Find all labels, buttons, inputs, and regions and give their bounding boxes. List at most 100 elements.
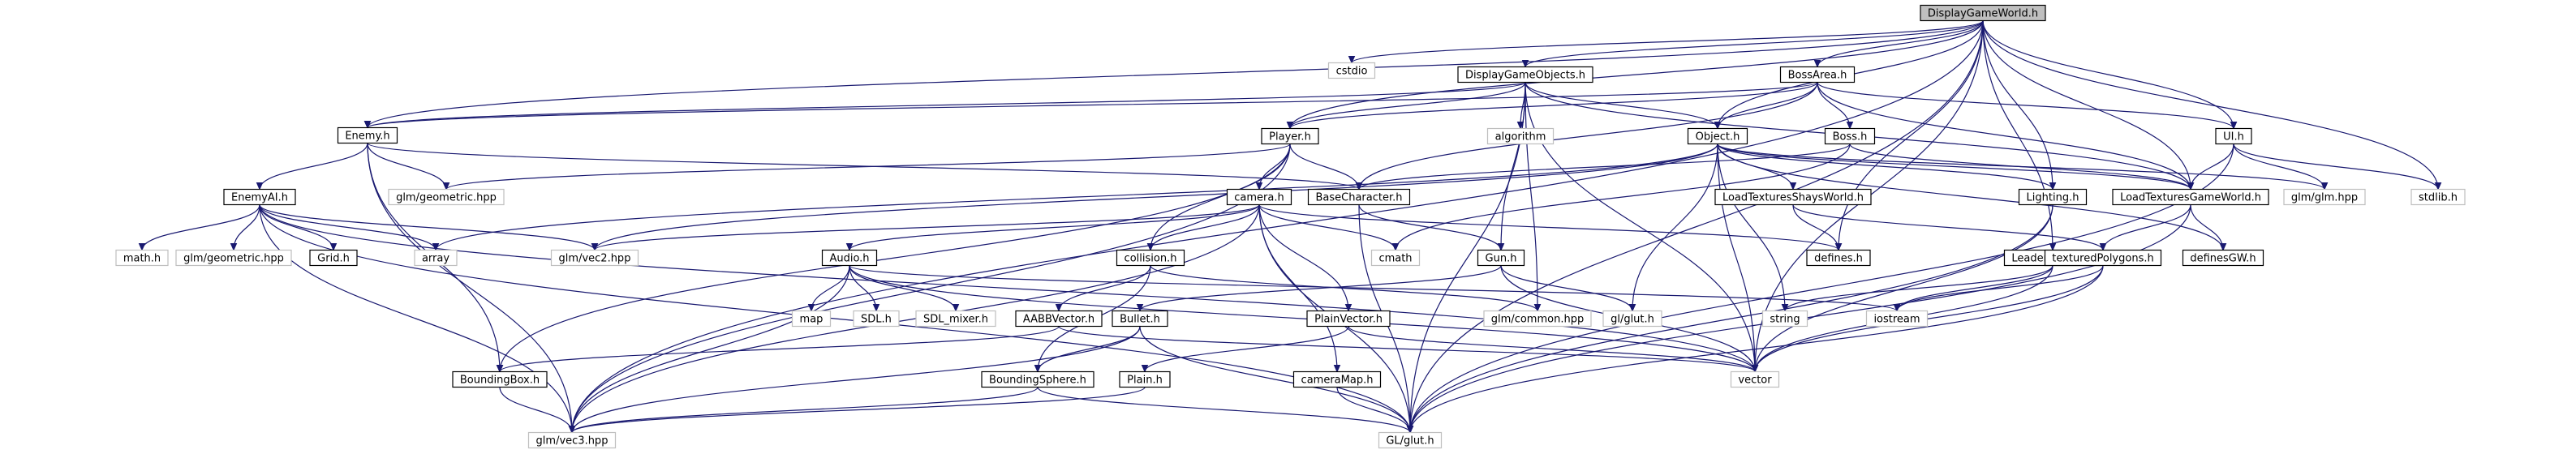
node-boss-h[interactable]: Boss.h xyxy=(1824,127,1876,145)
node-box xyxy=(1824,127,1876,145)
node-cmath: cmath xyxy=(1370,249,1421,267)
edge-line xyxy=(259,204,437,251)
edge-n04-n10 xyxy=(1817,81,2238,130)
edge-line xyxy=(1258,204,1349,311)
node-box xyxy=(550,249,639,267)
edge-n10-n17 xyxy=(2187,143,2234,191)
node-object-h[interactable]: Object.h xyxy=(1687,127,1748,145)
edge-arrowhead xyxy=(1406,426,1414,434)
edge-n30-n41 xyxy=(1781,265,2053,312)
node-plainvector-h[interactable]: PlainVector.h xyxy=(1306,310,1391,328)
node-label: glm/geometric.hpp xyxy=(183,253,284,265)
node-array: array xyxy=(414,249,458,267)
edge-line xyxy=(259,143,368,190)
node-loadtexturesshaysworld-h[interactable]: LoadTexturesShaysWorld.h xyxy=(1714,188,1872,206)
node-map: map xyxy=(791,310,832,328)
node-collision-h[interactable]: collision.h xyxy=(1116,249,1185,267)
node-enemy-h[interactable]: Enemy.h xyxy=(337,126,398,144)
node-box xyxy=(1370,249,1421,267)
node-box xyxy=(791,310,832,328)
edge-line xyxy=(1348,326,1756,372)
node-box xyxy=(1730,370,1780,388)
edge-line xyxy=(2233,143,2439,190)
edge-arrowhead xyxy=(2230,122,2238,130)
node-box xyxy=(1806,249,1871,267)
edge-arrowhead xyxy=(1344,304,1353,312)
edge-arrowhead xyxy=(1628,304,1636,312)
edge-line xyxy=(259,204,596,251)
edge-arrowhead xyxy=(1516,122,1525,130)
edge-line xyxy=(1817,81,2234,130)
node-loadtexturesgameworld-h[interactable]: LoadTexturesGameWorld.h xyxy=(2112,188,2269,206)
edge-line xyxy=(1525,82,1538,311)
edge-line xyxy=(1150,265,1538,311)
edge-line xyxy=(499,387,573,433)
node-gun-h[interactable]: Gun.h xyxy=(1477,249,1525,267)
edge-n14-n27 xyxy=(1258,204,1400,251)
node-label: collision.h xyxy=(1125,253,1177,265)
node-texturedpolygons-h[interactable]: texturedPolygons.h xyxy=(2044,249,2162,267)
edge-n01-n19 xyxy=(1982,20,2442,191)
node-enemyai-h[interactable]: EnemyAI.h xyxy=(223,188,296,206)
node-label: iostream xyxy=(1873,314,1920,326)
node-label: cmath xyxy=(1378,253,1412,265)
node-displaygameobjects-h[interactable]: DisplayGameObjects.h xyxy=(1457,66,1593,84)
node-glm-vec3-hpp: glm/vec3.hpp xyxy=(527,431,617,449)
node-string: string xyxy=(1761,310,1808,328)
edge-n09-n13 xyxy=(1355,143,1851,191)
node-basecharacter-h[interactable]: BaseCharacter.h xyxy=(1307,188,1411,206)
edge-line xyxy=(367,143,447,190)
edge-line xyxy=(1982,20,2234,129)
edge-line xyxy=(1139,265,1502,311)
edge-line xyxy=(259,204,573,433)
node-grid-h[interactable]: Grid.h xyxy=(309,249,358,267)
edge-arrowhead xyxy=(2049,243,2057,251)
node-algorithm: algorithm xyxy=(1486,127,1555,145)
edge-n04-n08 xyxy=(1714,82,1818,130)
edge-n25-n35 xyxy=(849,265,960,312)
edge-arrowhead xyxy=(807,304,815,312)
edge-line xyxy=(1817,20,1984,67)
node-gl-glut-h: GL/glut.h xyxy=(1378,431,1443,449)
node-lighting-h[interactable]: Lighting.h xyxy=(2018,188,2088,206)
node-box xyxy=(1483,310,1592,328)
node-displaygameworld-h[interactable]: DisplayGameWorld.h xyxy=(1920,4,2046,22)
node-label: Boss.h xyxy=(1833,131,1868,143)
node-aabbvector-h[interactable]: AABBVector.h xyxy=(1015,310,1103,328)
node-audio-h[interactable]: Audio.h xyxy=(821,249,878,267)
edge-line xyxy=(1982,20,2191,190)
edge-line xyxy=(1717,143,1786,311)
node-player-h[interactable]: Player.h xyxy=(1261,127,1319,145)
node-label: defines.h xyxy=(1814,253,1863,265)
edge-arrowhead xyxy=(2434,182,2442,191)
node-box xyxy=(1119,370,1171,388)
node-label: SDL_mixer.h xyxy=(923,314,988,326)
node-camera-h[interactable]: camera.h xyxy=(1226,188,1292,206)
node-cameramap-h[interactable]: cameraMap.h xyxy=(1292,370,1382,388)
node-bossarea-h[interactable]: BossArea.h xyxy=(1779,66,1856,84)
node-definesgw-h[interactable]: definesGW.h xyxy=(2182,249,2264,267)
edge-line xyxy=(1289,81,1818,130)
node-boundingsphere-h[interactable]: BoundingSphere.h xyxy=(981,370,1094,388)
edge-line xyxy=(1754,265,2104,372)
edge-line xyxy=(499,325,1060,373)
node-label: BoundingSphere.h xyxy=(989,375,1086,387)
node-defines-h[interactable]: defines.h xyxy=(1806,249,1871,267)
node-bullet-h[interactable]: Bullet.h xyxy=(1112,310,1168,328)
edge-line xyxy=(259,204,1756,372)
node-box xyxy=(1477,249,1525,267)
edge-arrowhead xyxy=(138,243,146,251)
edge-n43-n48 xyxy=(499,387,576,434)
edge-line xyxy=(1395,143,1851,251)
edge-line xyxy=(1258,204,1396,251)
node-plain-h[interactable]: Plain.h xyxy=(1119,370,1171,388)
node-ui-h[interactable]: UI.h xyxy=(2215,127,2252,145)
edge-arrowhead xyxy=(2219,243,2227,251)
node-box xyxy=(1292,370,1382,388)
node-box xyxy=(309,249,358,267)
node-label: Player.h xyxy=(1269,131,1311,143)
node-boundingbox-h[interactable]: BoundingBox.h xyxy=(452,370,548,388)
edge-line xyxy=(1289,20,1984,129)
edge-n05-n48 xyxy=(367,143,576,434)
node-label: algorithm xyxy=(1495,131,1546,143)
